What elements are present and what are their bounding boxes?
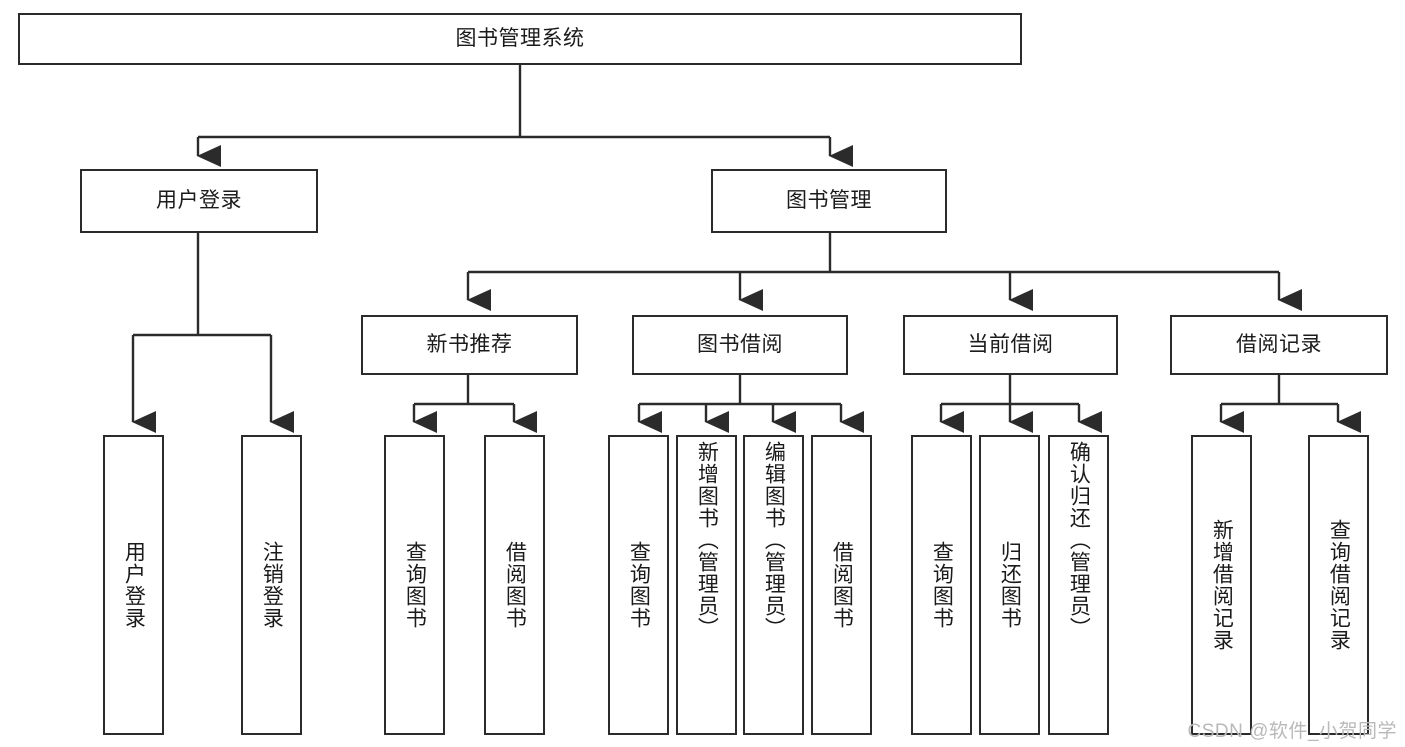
node-leaf-query-book-3[interactable]: 查询图书 — [911, 435, 972, 735]
node-leaf-add-record[interactable]: 新增借阅记录 — [1191, 435, 1252, 735]
node-leaf-query-book-1[interactable]: 查询图书 — [384, 435, 445, 735]
node-leaf-user-logout-label: 注销登录 — [260, 541, 284, 629]
node-book-management[interactable]: 图书管理 — [711, 169, 947, 233]
node-leaf-query-book-1-label: 查询图书 — [403, 541, 427, 629]
node-leaf-query-book-3-label: 查询图书 — [930, 541, 954, 629]
node-leaf-borrow-book-2[interactable]: 借阅图书 — [811, 435, 872, 735]
node-root[interactable]: 图书管理系统 — [18, 13, 1022, 65]
node-book-borrow-label: 图书借阅 — [697, 333, 783, 357]
node-leaf-add-record-label: 新增借阅记录 — [1210, 519, 1234, 651]
node-leaf-user-login-label: 用户登录 — [122, 541, 146, 629]
node-leaf-user-logout[interactable]: 注销登录 — [241, 435, 302, 735]
node-leaf-add-book[interactable]: 新增图书（管理员） — [676, 435, 737, 735]
node-leaf-return-book[interactable]: 归还图书 — [979, 435, 1040, 735]
node-leaf-return-book-label: 归还图书 — [998, 541, 1022, 629]
node-leaf-borrow-book-1-label: 借阅图书 — [503, 541, 527, 629]
node-book-borrow[interactable]: 图书借阅 — [632, 315, 848, 375]
node-current-borrow-label: 当前借阅 — [967, 333, 1054, 357]
node-leaf-query-record[interactable]: 查询借阅记录 — [1308, 435, 1369, 735]
node-leaf-borrow-book-2-label: 借阅图书 — [830, 541, 854, 629]
node-leaf-add-book-label: 新增图书（管理员） — [695, 441, 719, 639]
node-leaf-query-record-label: 查询借阅记录 — [1327, 519, 1351, 651]
node-borrow-record-label: 借阅记录 — [1236, 333, 1322, 357]
node-borrow-record[interactable]: 借阅记录 — [1170, 315, 1388, 375]
node-current-borrow[interactable]: 当前借阅 — [903, 315, 1118, 375]
node-leaf-query-book-2[interactable]: 查询图书 — [608, 435, 669, 735]
node-user-login-label: 用户登录 — [156, 189, 242, 213]
node-leaf-edit-book-label: 编辑图书（管理员） — [762, 441, 786, 639]
watermark-text: CSDN @软件_小贺同学 — [1187, 721, 1397, 742]
node-leaf-user-login[interactable]: 用户登录 — [103, 435, 164, 735]
node-new-book-recommend[interactable]: 新书推荐 — [361, 315, 578, 375]
node-leaf-confirm-return-label: 确认归还（管理员） — [1067, 441, 1091, 639]
node-book-management-label: 图书管理 — [786, 189, 872, 213]
node-new-book-recommend-label: 新书推荐 — [426, 333, 513, 357]
node-root-label: 图书管理系统 — [455, 27, 585, 51]
node-leaf-query-book-2-label: 查询图书 — [627, 541, 651, 629]
node-leaf-edit-book[interactable]: 编辑图书（管理员） — [743, 435, 804, 735]
node-leaf-confirm-return[interactable]: 确认归还（管理员） — [1048, 435, 1109, 735]
node-user-login[interactable]: 用户登录 — [80, 169, 318, 233]
node-leaf-borrow-book-1[interactable]: 借阅图书 — [484, 435, 545, 735]
